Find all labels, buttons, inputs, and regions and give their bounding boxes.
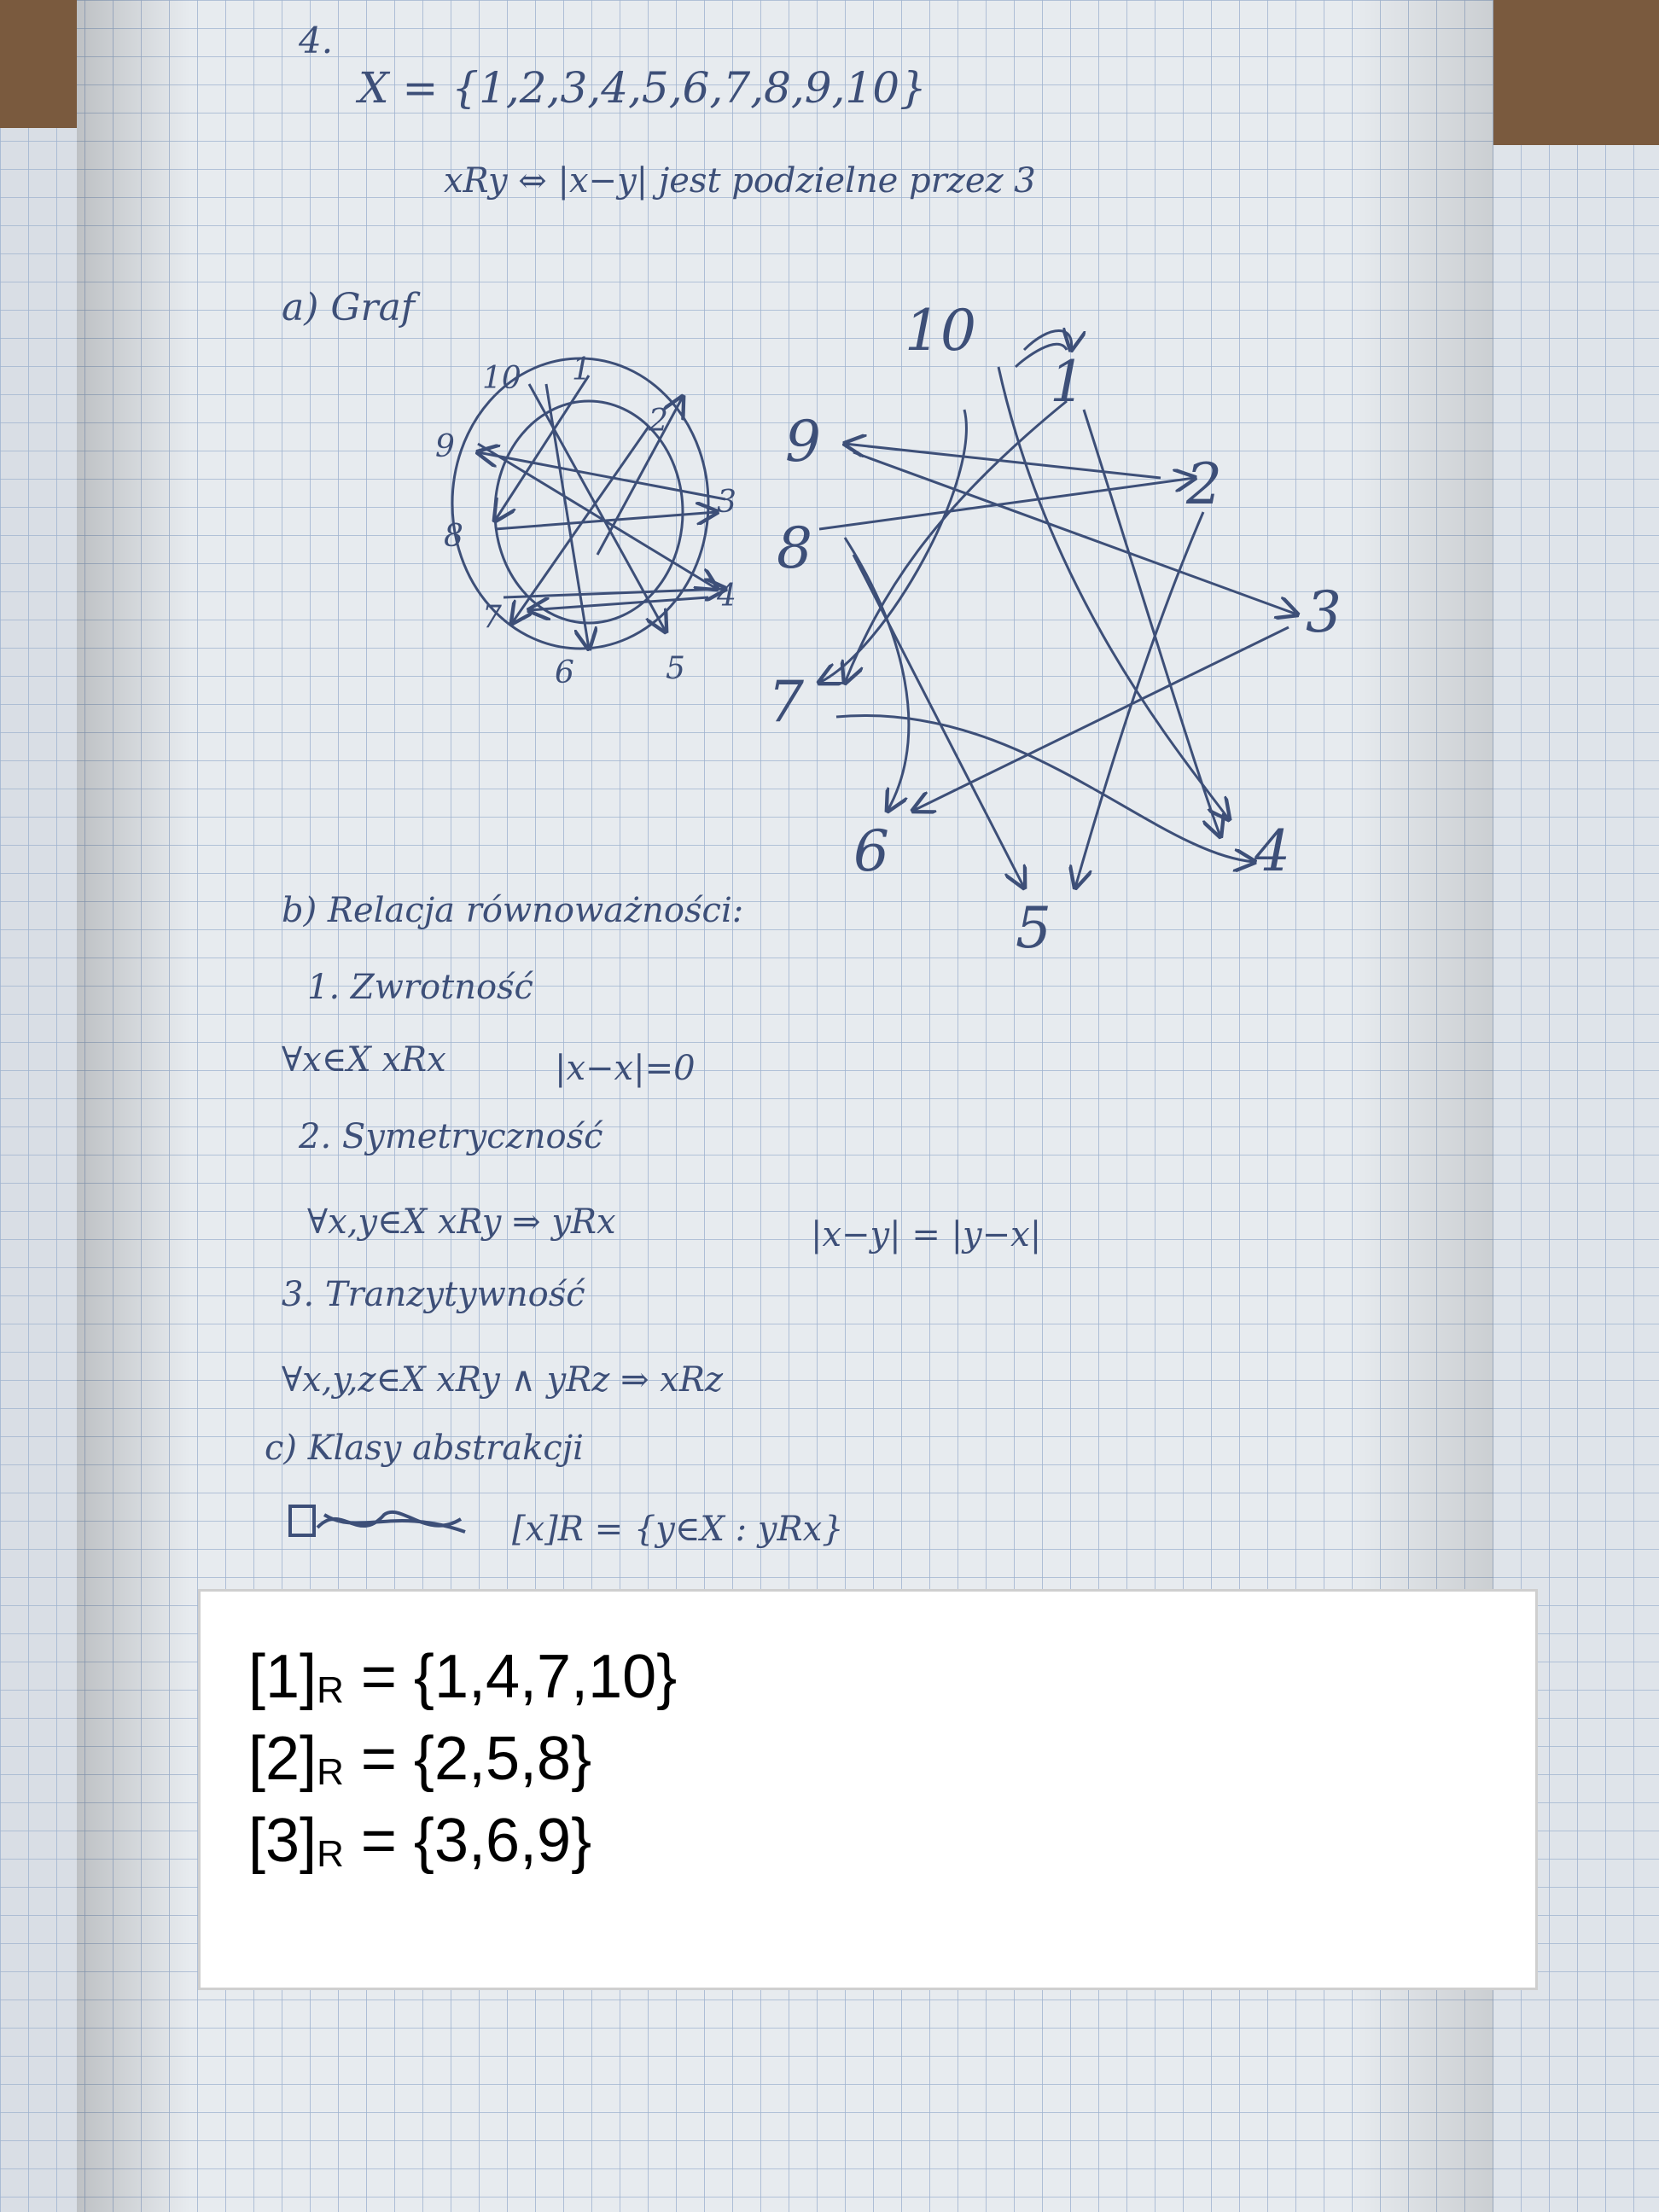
symmetry-formula: ∀x,y∈X xRy ⇒ yRx [307,1202,616,1242]
small-graph-node-7: 7 [482,600,502,635]
reflexivity-formula: ∀x∈X xRx [282,1040,446,1080]
large-graph-node-8: 8 [777,515,812,581]
relation-definition: xRy ⇔ |x−y| jest podzielne przez 3 [444,161,1036,201]
small-graph [451,357,725,649]
large-graph-node-3: 3 [1306,579,1342,645]
part-b-label: b) Relacja równoważności: [282,891,743,930]
large-graph-node-5: 5 [1016,895,1051,961]
large-graph-node-1: 1 [1050,349,1086,415]
class-3-members: = {3,6,9} [360,1807,592,1875]
problem-number: 4. [298,20,333,61]
small-graph-node-8: 8 [444,519,463,554]
small-graph-node-10: 10 [482,361,521,396]
set-definition: X = {1,2,3,4,5,6,7,8,9,10} [355,63,927,113]
small-graph-node-1: 1 [572,352,591,387]
small-graph-node-2: 2 [648,404,668,439]
class-definition: [x]R = {y∈X : yRx} [512,1510,844,1549]
large-graph-node-10: 10 [905,298,976,364]
class-line-1: [1]R = {1,4,7,10} [248,1636,1535,1718]
equivalence-classes-box: [1]R = {1,4,7,10} [2]R = {2,5,8} [3]R = … [198,1589,1538,1990]
class-1-members: = {1,4,7,10} [360,1643,678,1711]
symmetry-proof: |x−y| = |y−x| [811,1215,1041,1254]
class-2-members: = {2,5,8} [360,1725,592,1793]
scribble [288,1505,466,1537]
class-line-2: [2]R = {2,5,8} [248,1718,1535,1800]
large-graph [819,331,1297,888]
class-line-3: [3]R = {3,6,9} [248,1800,1535,1882]
class-1-subscript: R [317,1669,344,1711]
reflexivity-proof: |x−x|=0 [555,1049,696,1088]
large-graph-node-6: 6 [853,818,889,884]
small-graph-node-4: 4 [716,579,736,614]
small-graph-node-3: 3 [717,485,736,520]
reflexivity-title: 1. Zwrotność [307,968,534,1007]
part-a-label: a) Graf [282,286,421,329]
small-graph-node-6: 6 [555,655,574,690]
transitivity-title: 3. Tranzytywność [282,1275,585,1314]
large-graph-node-4: 4 [1254,818,1290,884]
class-1-bracket: [1] [248,1643,317,1711]
small-graph-node-9: 9 [435,429,455,464]
class-2-subscript: R [317,1751,344,1793]
transitivity-formula: ∀x,y,z∈X xRy ∧ yRz ⇒ xRz [282,1360,724,1400]
part-c-label: c) Klasy abstrakcji [265,1429,584,1468]
small-graph-node-5: 5 [666,651,685,686]
symmetry-title: 2. Symetryczność [298,1117,603,1156]
class-3-bracket: [3] [248,1807,317,1875]
large-graph-node-9: 9 [785,409,821,474]
class-3-subscript: R [317,1833,344,1875]
large-graph-node-2: 2 [1185,451,1222,517]
class-2-bracket: [2] [248,1725,317,1793]
large-graph-node-7: 7 [768,669,804,735]
